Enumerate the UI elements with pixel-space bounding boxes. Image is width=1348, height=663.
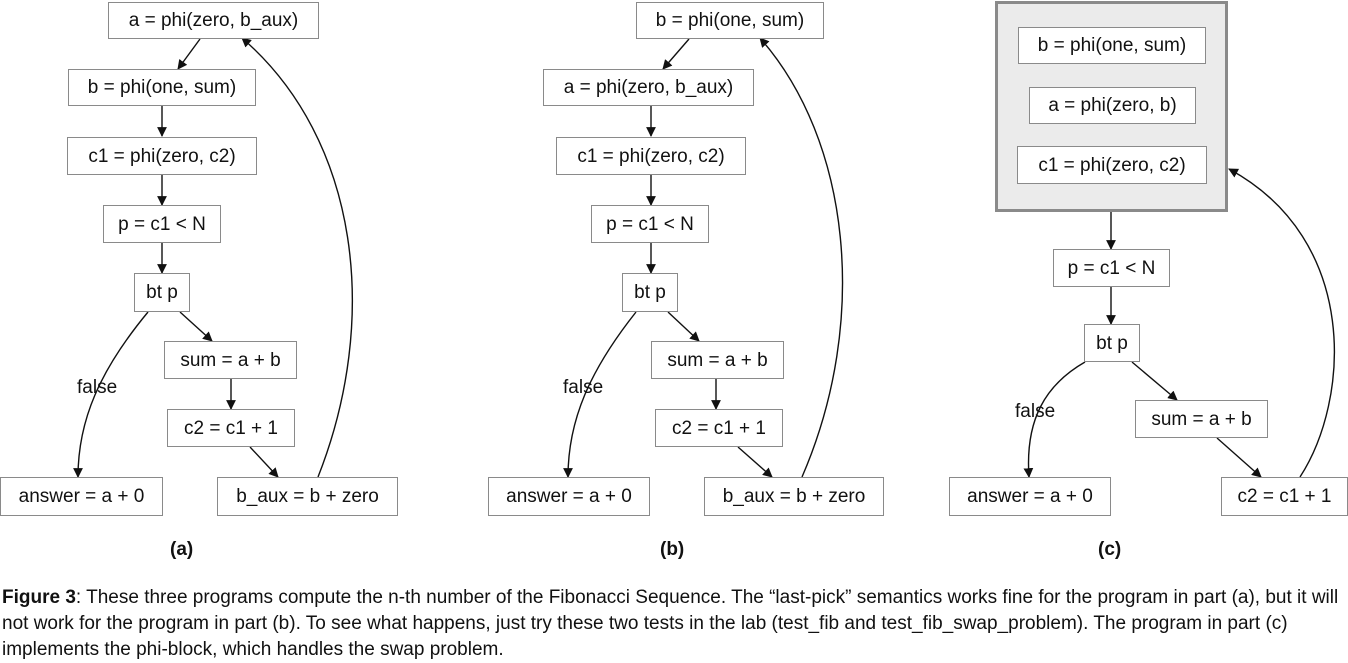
edge-label-b-false: false [563,377,604,398]
node-c-sum: sum = a + b [1135,400,1268,438]
node-a-increment: c2 = c1 + 1 [167,409,295,447]
node-b-phi-a: a = phi(zero, b_aux) [543,69,754,106]
caption-text: : These three programs compute the n-th … [2,587,1339,660]
node-a-sum: sum = a + b [164,341,297,379]
edge-c-bt-answer [1023,361,1086,478]
edge-label-c-false: false [1015,401,1056,422]
part-label-b: (b) [660,539,685,560]
edge-c-bt-sum [1131,361,1178,401]
node-b-compare: p = c1 < N [591,205,709,243]
edge-c-inc-phic1 [1228,168,1335,478]
node-c-increment: c2 = c1 + 1 [1221,477,1348,516]
part-label-c: (c) [1098,539,1122,560]
edge-a-bt-answer [73,311,149,478]
node-b-answer: answer = a + 0 [488,477,650,516]
node-c-branch: bt p [1084,324,1140,362]
part-label-a: (a) [170,539,194,560]
node-b-baux: b_aux = b + zero [704,477,884,516]
edge-b-inc-baux [737,446,773,478]
node-c-phi-a: a = phi(zero, b) [1029,87,1196,124]
edge-a-bt-sum [179,311,213,342]
node-a-answer: answer = a + 0 [0,477,163,516]
edge-label-a-false: false [77,377,118,398]
edge-b-bt-answer [563,311,637,478]
caption-prefix: Figure 3 [2,587,76,608]
edge-b-bt-sum [667,311,700,342]
node-c-answer: answer = a + 0 [949,477,1111,516]
edge-a-baux-phia [241,37,353,478]
figure-caption: Figure 3: These three programs compute t… [2,585,1346,663]
edge-b-phib-phia [662,38,690,70]
node-c-compare: p = c1 < N [1053,249,1170,287]
node-a-phi-b: b = phi(one, sum) [68,69,256,106]
node-b-sum: sum = a + b [651,341,784,379]
node-a-phi-c1: c1 = phi(zero, c2) [67,137,257,175]
node-a-baux: b_aux = b + zero [217,477,398,516]
edge-a-phia-phib [177,38,201,70]
node-c-phi-c1: c1 = phi(zero, c2) [1017,146,1207,184]
node-c-phi-b: b = phi(one, sum) [1018,27,1206,64]
node-a-branch: bt p [134,273,190,312]
node-b-phi-b: b = phi(one, sum) [636,2,824,39]
node-a-compare: p = c1 < N [103,205,221,243]
edge-c-sum-inc [1216,437,1262,478]
node-b-branch: bt p [622,273,678,312]
edge-b-baux-phib [759,37,844,478]
edge-a-inc-baux [249,446,279,478]
node-b-increment: c2 = c1 + 1 [655,409,783,447]
node-b-phi-c1: c1 = phi(zero, c2) [556,137,746,175]
node-a-phi-a: a = phi(zero, b_aux) [108,2,319,39]
